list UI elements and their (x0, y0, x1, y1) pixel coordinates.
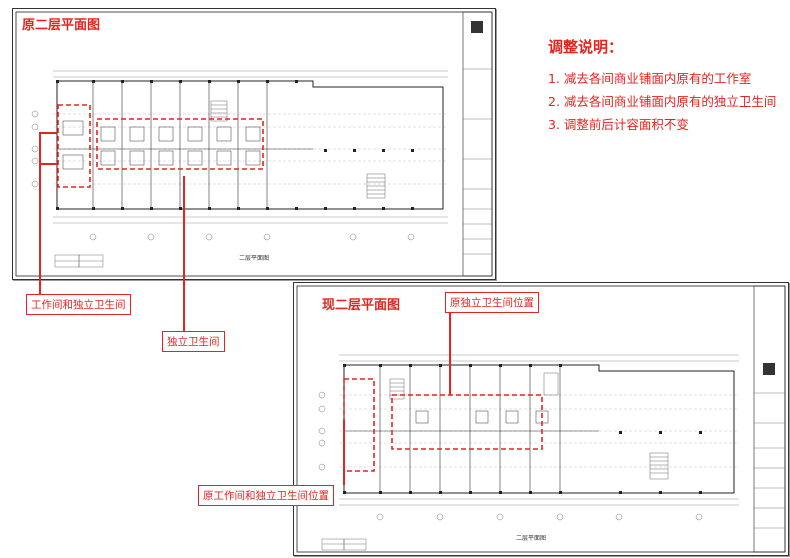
original-floor-plan-drawing (15, 11, 493, 277)
leader-work-toilet-h2 (39, 163, 57, 165)
callout-original-toilet: 独立卫生间 (162, 331, 225, 352)
original-plan-caption: 二层平面图 (239, 255, 270, 262)
note-item-3: 3. 调整前后计容面积不变 (548, 117, 689, 132)
current-plan-sheet: 现二层平面图 二层平面图 (293, 282, 789, 556)
adjustment-notes: 调整说明： 1. 减去各间商业铺面内原有的工作室 2. 减去各间商业铺面内原有的… (548, 36, 784, 136)
leader-work-toilet-h1 (39, 132, 57, 134)
note-item-2: 2. 减去各间商业铺面内原有的独立卫生间 (548, 94, 777, 109)
original-plan-title: 原二层平面图 (22, 18, 101, 33)
current-plan-title: 现二层平面图 (322, 298, 401, 313)
current-floor-plan-drawing (296, 285, 786, 553)
leader-current-work-vertical (343, 420, 345, 485)
note-item-1: 1. 减去各间商业铺面内原有的工作室 (548, 71, 752, 86)
notes-title: 调整说明： (548, 38, 624, 56)
callout-original-work-toilet: 工作间和独立卫生间 (26, 294, 131, 315)
leader-current-toilet-vertical (449, 309, 451, 395)
callout-current-work-toilet-position: 原工作间和独立卫生间位置 (198, 485, 334, 506)
current-plan-caption: 二层平面图 (516, 535, 547, 542)
leader-work-toilet-vertical (39, 132, 41, 295)
callout-current-toilet-position: 原独立卫生间位置 (445, 292, 539, 313)
leader-toilet-vertical (183, 176, 185, 338)
original-plan-sheet: 原二层平面图 二层平面图 (12, 8, 496, 280)
